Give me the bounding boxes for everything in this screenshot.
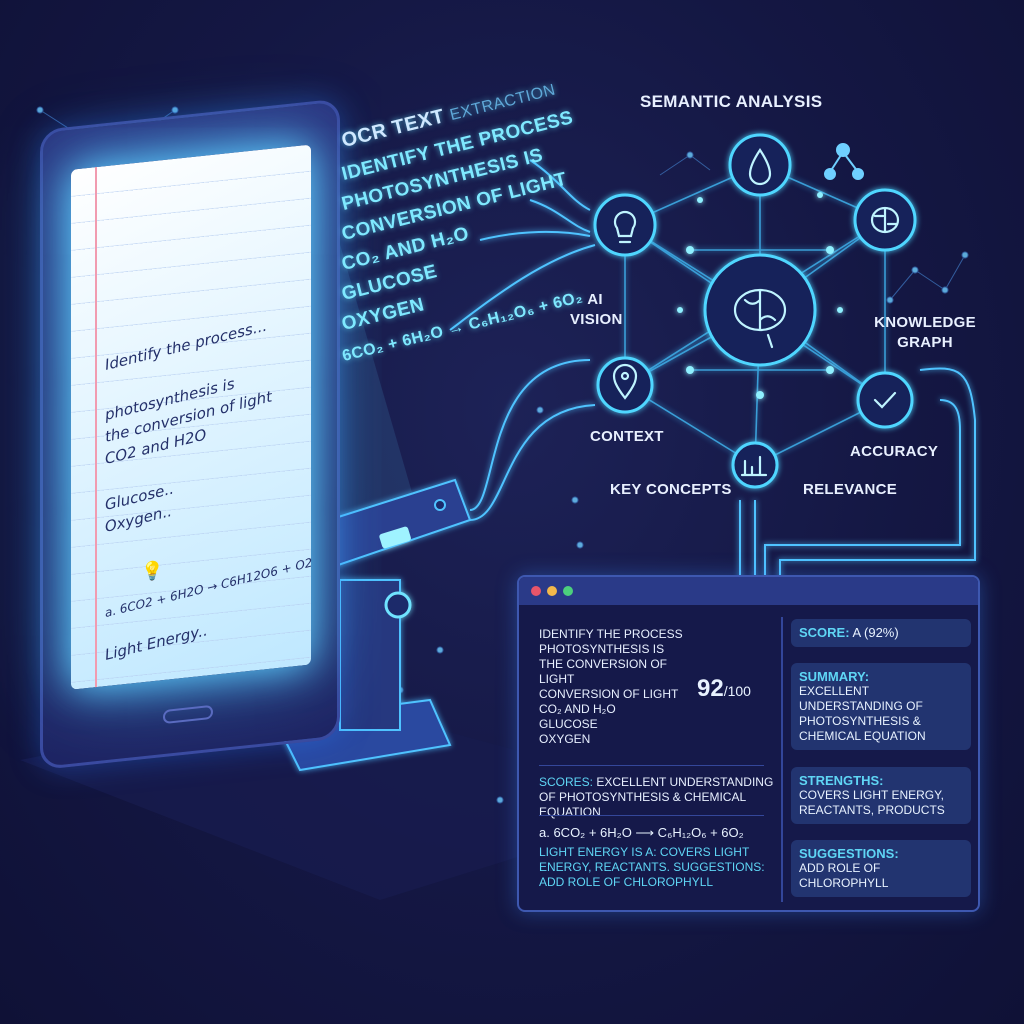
knowledge-graph-label: KNOWLEDGE GRAPH <box>874 314 976 351</box>
location-pin-icon <box>596 356 654 414</box>
tablet: Identify the process... photosynthesis i… <box>40 98 340 770</box>
score-max: /100 <box>723 683 751 699</box>
checkmark-icon <box>856 371 914 429</box>
extracted-text: IDENTIFY THE PROCESS PHOTOSYNTHESIS IS T… <box>539 627 684 747</box>
chart-icon <box>731 441 779 489</box>
home-button[interactable] <box>163 704 213 725</box>
ai-vision-label: AI VISION <box>570 291 623 328</box>
relevance-label: RELEVANCE <box>803 481 898 498</box>
close-window-button[interactable] <box>531 586 541 596</box>
maximize-window-button[interactable] <box>563 586 573 596</box>
score-card: SCORE: A (92%) <box>791 619 971 647</box>
score-value: 92 <box>697 675 724 702</box>
summary-card: SUMMARY:EXCELLENT UNDERSTANDING OF PHOTO… <box>791 663 971 750</box>
extracted-line: OXYGEN <box>539 732 591 746</box>
extracted-line: THE CONVERSION OF <box>539 657 668 671</box>
extracted-line: PHOTOSYNTHESIS IS <box>539 642 665 656</box>
context-label: CONTEXT <box>590 428 664 445</box>
extracted-line: CONVERSION OF LIGHT <box>539 687 679 701</box>
key-concepts-label: KEY CONCEPTS <box>610 481 732 498</box>
notebook-margin <box>95 167 97 688</box>
ocr-text-extraction: OCR TEXT EXTRACTION IDENTIFY THE PROCESS… <box>335 60 584 390</box>
scores-summary: SCORES: EXCELLENT UNDERSTANDING OF PHOTO… <box>539 775 774 819</box>
accuracy-label: ACCURACY <box>850 443 939 460</box>
note-equation: a. 6CO2 + 6H2O → C6H12O6 + O2 <box>104 555 314 620</box>
feedback-text: LIGHT ENERGY is a: COVERS LIGHT ENERGY, … <box>539 845 765 889</box>
lightbulb-icon <box>593 193 657 257</box>
window-titlebar <box>519 577 978 605</box>
molecule-icon <box>824 143 864 180</box>
extracted-line: CO₂ AND H₂O <box>539 702 616 716</box>
water-drop-icon <box>728 133 792 197</box>
divider <box>539 815 764 816</box>
note-line: Identify the process... <box>103 316 268 374</box>
grading-window: IDENTIFY THE PROCESS PHOTOSYNTHESIS IS T… <box>517 575 980 912</box>
note-line: Light Energy.. <box>103 621 209 664</box>
equation-text: a. 6CO₂ + 6H₂O ⟶ C₆H₁₂O₆ + 6O₂ <box>539 825 744 840</box>
suggestions-card: SUGGESTIONS:ADD ROLE OF CHLOROPHYLL <box>791 840 971 897</box>
divider <box>539 765 764 766</box>
lightbulb-icon: 💡 <box>141 560 164 583</box>
extracted-line: GLUCOSE <box>539 717 598 731</box>
semantic-analysis-title: SEMANTIC ANALYSIS <box>640 92 823 111</box>
column-divider <box>781 617 783 902</box>
score-readout: 92/100 <box>689 675 759 703</box>
extracted-line: IDENTIFY THE PROCESS <box>539 627 683 641</box>
strengths-card: STRENGTHS:COVERS LIGHT ENERGY, REACTANTS… <box>791 767 971 824</box>
minimize-window-button[interactable] <box>547 586 557 596</box>
extracted-line: LIGHT <box>539 672 575 686</box>
tablet-screen: Identify the process... photosynthesis i… <box>71 144 314 690</box>
